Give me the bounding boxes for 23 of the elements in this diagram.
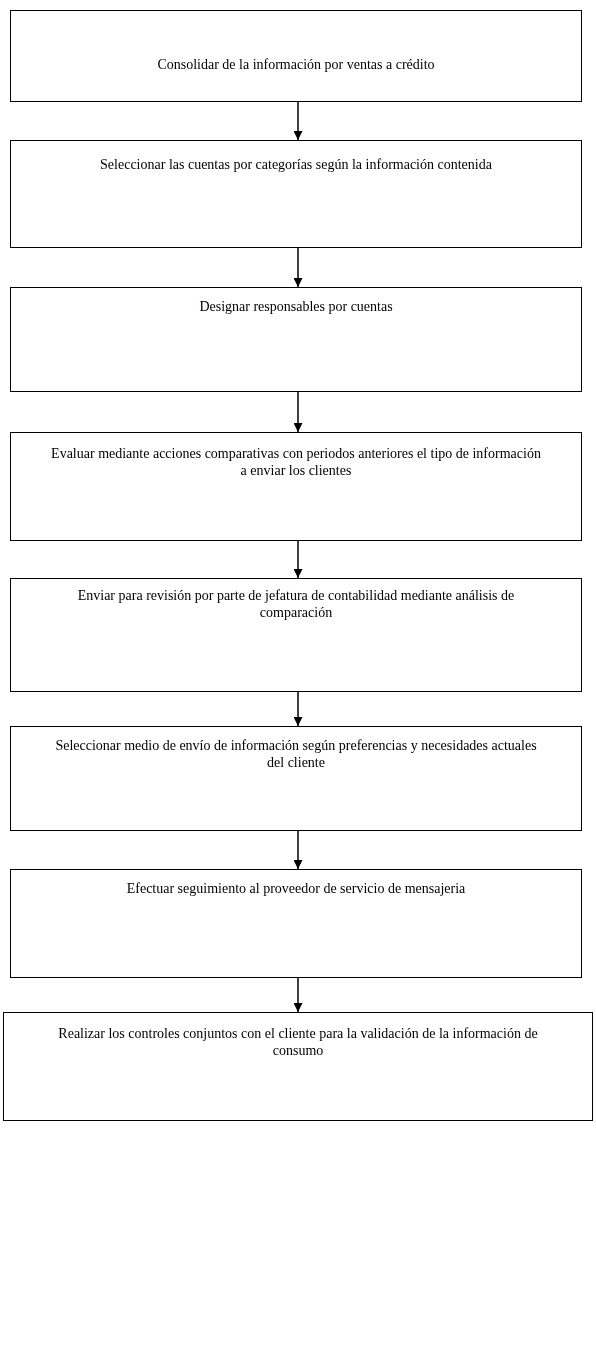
- step-text: Efectuar seguimiento al proveedor de servicio de mensajeria: [125, 880, 467, 897]
- arrow: [293, 691, 303, 727]
- step-text: Realizar los controles conjuntos con el cliente para la validación de la información de consumo: [57, 1025, 539, 1059]
- step-text: Designar responsables por cuentas: [198, 298, 394, 315]
- step-text: Seleccionar las cuentas por categorías según la información contenida: [99, 156, 493, 173]
- step-text: Evaluar mediante acciones comparativas con periodos anteriores el tipo de información a enviar los clientes: [51, 445, 541, 479]
- step-text: Consolidar de la información por ventas a crédito: [156, 56, 436, 73]
- process-box: [10, 726, 582, 831]
- process-box: [10, 432, 582, 541]
- process-box: [3, 1012, 593, 1121]
- arrow: [293, 101, 303, 141]
- process-box: [10, 140, 582, 248]
- process-box: [10, 287, 582, 392]
- arrow: [293, 540, 303, 579]
- arrow: [293, 391, 303, 433]
- arrow: [293, 830, 303, 870]
- process-box: [10, 578, 582, 692]
- arrow: [293, 247, 303, 288]
- process-box: [10, 10, 582, 102]
- process-box: [10, 869, 582, 978]
- arrow: [293, 977, 303, 1013]
- step-text: Seleccionar medio de envío de información según preferencias y necesidades actuales del cliente: [54, 737, 538, 771]
- step-text: Enviar para revisión por parte de jefatura de contabilidad mediante análisis de comparación: [76, 587, 516, 621]
